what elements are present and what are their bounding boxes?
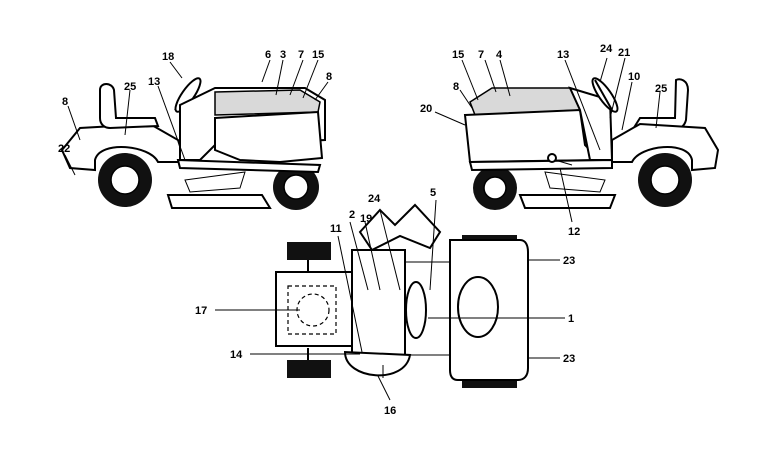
top-view: 11 2 19 24 5 17 1 14 16 23 23: [195, 187, 575, 417]
callout-top-24: 24: [368, 193, 381, 205]
left-view-hood-top: [214, 89, 321, 116]
callout-top-23-upper: 23: [563, 255, 575, 267]
callout-right-10: 10: [628, 71, 640, 83]
callout-left-8-top: 8: [326, 71, 332, 83]
callout-top-23-lower: 23: [563, 353, 575, 365]
callout-left-15: 15: [312, 49, 324, 61]
top-view-front-left-wheel: [287, 242, 331, 260]
callout-left-22: 22: [58, 143, 70, 155]
callout-left-13: 13: [148, 76, 160, 88]
callout-top-17: 17: [195, 305, 207, 317]
callout-right-4: 4: [496, 49, 503, 61]
left-view-frame: [176, 158, 322, 174]
callout-left-7: 7: [298, 49, 304, 61]
callout-right-21: 21: [618, 47, 630, 59]
right-view-hood-side: [463, 108, 603, 164]
top-view-rear-right-wheel: [462, 380, 517, 388]
top-view-mower-deck: [343, 350, 412, 377]
callout-right-13: 13: [557, 49, 569, 61]
left-view-hood-side: [214, 110, 324, 164]
left-view-seat: [99, 83, 160, 130]
callout-right-12: 12: [568, 226, 580, 238]
callout-top-5: 5: [430, 187, 436, 199]
right-side-view: 15 7 4 13 24 21 10 8 20 25 12: [420, 43, 720, 238]
top-view-seat: [457, 276, 499, 338]
callout-right-15: 15: [452, 49, 464, 61]
callout-right-24: 24: [600, 43, 613, 55]
top-view-front-right-wheel: [287, 360, 331, 378]
callout-left-18: 18: [162, 51, 174, 63]
callout-top-19: 19: [360, 213, 372, 225]
callout-right-25: 25: [655, 83, 667, 95]
callout-top-2: 2: [349, 209, 355, 221]
callout-left-3: 3: [280, 49, 286, 61]
top-view-steering-wheel: [405, 281, 427, 339]
top-view-hood: [351, 249, 406, 363]
callout-right-8: 8: [453, 81, 459, 93]
callout-top-11: 11: [330, 223, 342, 235]
top-view-discharge-chute: [358, 203, 442, 252]
right-view-frame: [468, 158, 613, 172]
callout-right-20: 20: [420, 103, 432, 115]
left-view-mower-deck: [166, 194, 272, 209]
callout-right-7: 7: [478, 49, 484, 61]
callout-left-6: 6: [265, 49, 271, 61]
callout-left-8-rear: 8: [62, 96, 68, 108]
callout-left-25: 25: [124, 81, 136, 93]
right-view-footrest: [544, 171, 606, 193]
left-side-view: 18 6 3 7 15 8 25 13 8 22: [58, 49, 332, 210]
right-view-rear-fender: [611, 122, 720, 172]
left-view-footrest: [184, 171, 246, 193]
callout-top-16: 16: [384, 405, 396, 417]
callout-top-1: 1: [568, 313, 574, 325]
callout-top-14: 14: [230, 349, 243, 361]
